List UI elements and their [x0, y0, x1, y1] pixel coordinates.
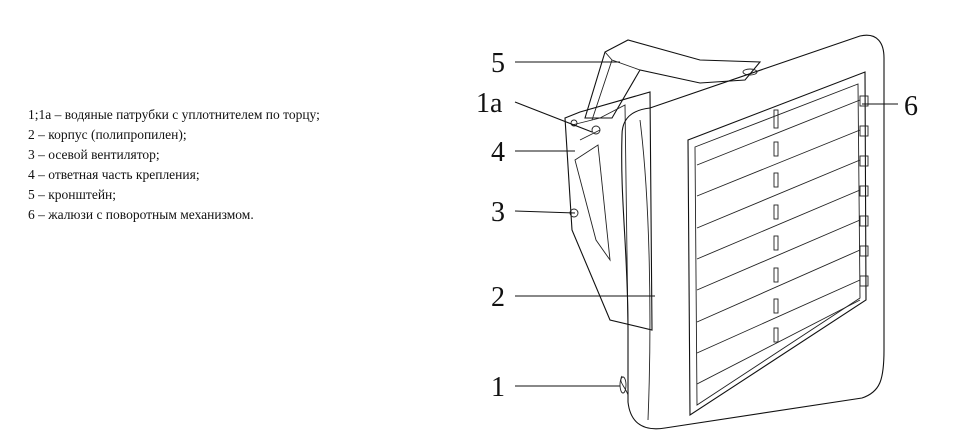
leader-1a [514, 101, 593, 133]
legend-item-5: 5 – кронштейн; [28, 187, 117, 202]
legend-item-6: 6 – жалюзи с поворотным механизмом. [28, 207, 254, 222]
bracket [584, 39, 762, 121]
legend-item-4: 4 – ответная часть крепления; [28, 167, 200, 182]
callout-4: 4 [491, 137, 505, 168]
callout-6: 6 [904, 91, 918, 122]
leader-lines [514, 61, 898, 387]
callout-1a: 1a [476, 88, 503, 119]
callout-1: 1 [491, 372, 505, 403]
callout-3: 3 [491, 197, 505, 228]
heater-body [619, 34, 885, 430]
callout-2: 2 [491, 282, 505, 313]
leader-3 [514, 210, 576, 214]
legend-item-3: 3 – осевой вентилятор; [28, 147, 160, 162]
callout-5: 5 [491, 48, 505, 79]
legend-item-2: 2 – корпус (полипропилен); [28, 127, 187, 142]
legend: 1;1a – водяные патрубки с уплотнителем п… [28, 105, 320, 225]
legend-item-1-1a: 1;1a – водяные патрубки с уплотнителем п… [28, 107, 320, 122]
louvre-grille [687, 71, 869, 417]
fan-housing [564, 91, 653, 331]
